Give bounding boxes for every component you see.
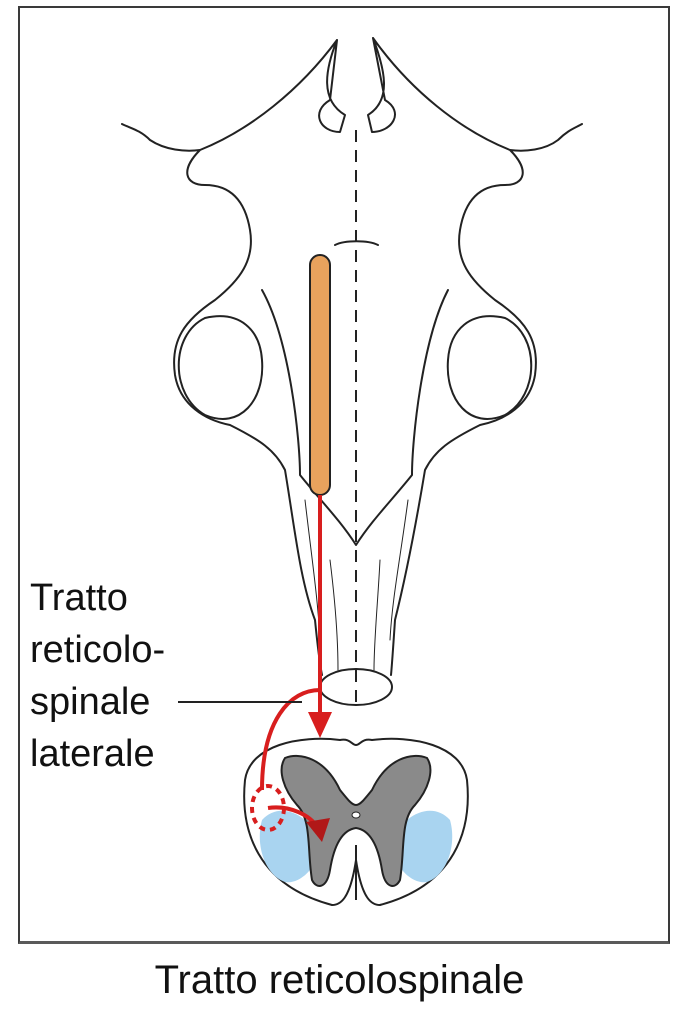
- right-peduncle: [448, 316, 531, 419]
- tract-label-line-3: spinale: [30, 676, 165, 728]
- tract-label: Tratto reticolo- spinale laterale: [30, 572, 165, 780]
- tract-label-line-1: Tratto: [30, 572, 165, 624]
- brainstem-outline: [122, 38, 582, 675]
- reticular-nucleus-column: [310, 255, 330, 495]
- figure-caption: Tratto reticolospinale: [0, 958, 679, 1003]
- tract-label-line-2: reticolo-: [30, 624, 165, 676]
- pathway-arrowhead: [308, 712, 332, 738]
- spinal-cord-section: [244, 739, 468, 905]
- left-peduncle: [179, 316, 262, 419]
- tract-label-line-4: laterale: [30, 728, 165, 780]
